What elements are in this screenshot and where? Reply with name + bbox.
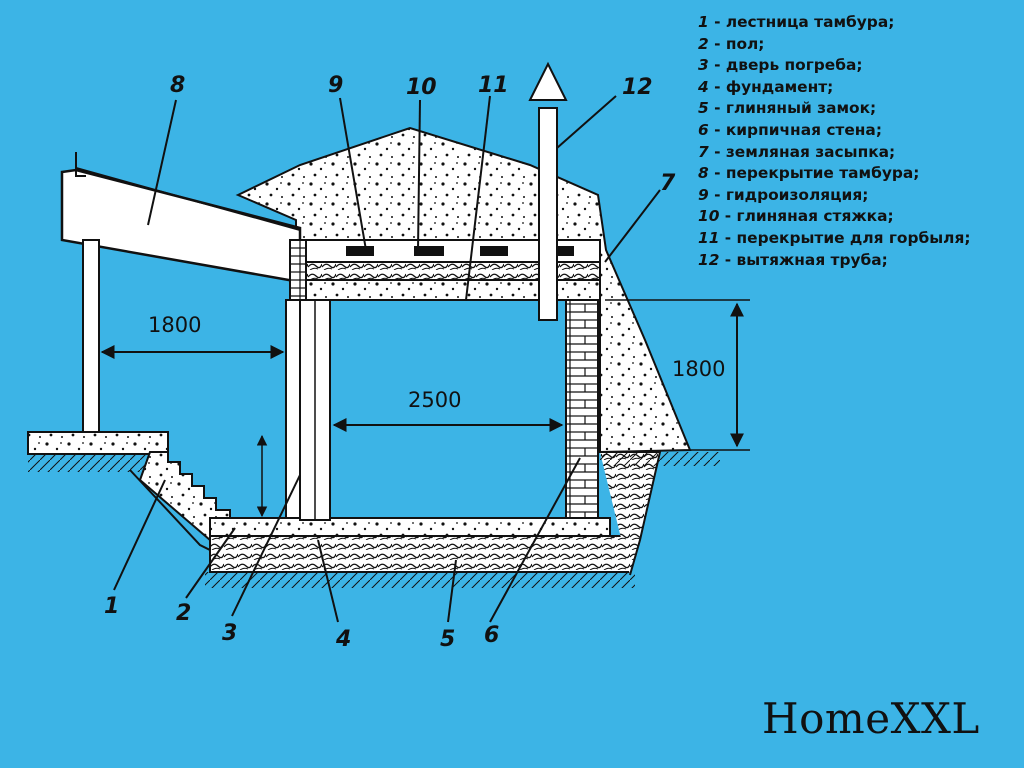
legend-item: 12 - вытяжная труба; bbox=[698, 250, 888, 269]
callout-12: 12 bbox=[622, 75, 653, 100]
dim-cellar-height: 1800 bbox=[672, 357, 725, 381]
foundation-clay-lock bbox=[209, 535, 631, 573]
dim-cellar-width: 2500 bbox=[408, 388, 461, 412]
exhaust-pipe-cap bbox=[528, 61, 568, 101]
legend-item: 4 - фундамент; bbox=[698, 77, 834, 96]
exhaust-pipe bbox=[538, 107, 558, 321]
brick-wall-right bbox=[565, 299, 599, 519]
callout-10: 10 bbox=[406, 75, 437, 100]
callout-11: 11 bbox=[478, 73, 509, 98]
brand-watermark: HomeXXL bbox=[762, 694, 980, 743]
legend-list: 1 - лестница тамбура; 2 - пол; 3 - дверь… bbox=[698, 12, 970, 271]
legend-item: 7 - земляная засыпка; bbox=[698, 142, 896, 161]
vestibule-post-right bbox=[285, 299, 301, 521]
cellar-interior bbox=[329, 299, 567, 519]
callout-9: 9 bbox=[328, 73, 343, 98]
dim-vestibule-width: 1800 bbox=[148, 313, 201, 337]
ground-surface-left bbox=[27, 431, 169, 455]
legend-item: 6 - кирпичная стена; bbox=[698, 120, 882, 139]
callout-1: 1 bbox=[104, 594, 119, 619]
cellar-floor bbox=[209, 517, 611, 537]
callout-5: 5 bbox=[440, 627, 455, 652]
callout-2: 2 bbox=[176, 601, 191, 626]
callout-4: 4 bbox=[335, 627, 351, 652]
legend-item: 1 - лестница тамбура; bbox=[698, 13, 895, 31]
legend-item: 3 - дверь погреба; bbox=[698, 56, 863, 75]
callout-3: 3 bbox=[222, 621, 237, 646]
legend-item: 2 - пол; bbox=[698, 34, 765, 53]
legend-item: 5 - глиняный замок; bbox=[698, 99, 877, 118]
callout-8: 8 bbox=[170, 73, 185, 98]
legend-item: 10 - глиняная стяжка; bbox=[698, 207, 894, 226]
vestibule-post-left bbox=[82, 239, 100, 441]
legend-item: 11 - перекрытие для горбыля; bbox=[698, 228, 971, 247]
legend-item: 9 - гидроизоляция; bbox=[698, 185, 869, 204]
legend-item: 8 - перекрытие тамбура; bbox=[698, 164, 920, 183]
callout-7: 7 bbox=[660, 171, 676, 196]
callout-6: 6 bbox=[484, 623, 499, 648]
